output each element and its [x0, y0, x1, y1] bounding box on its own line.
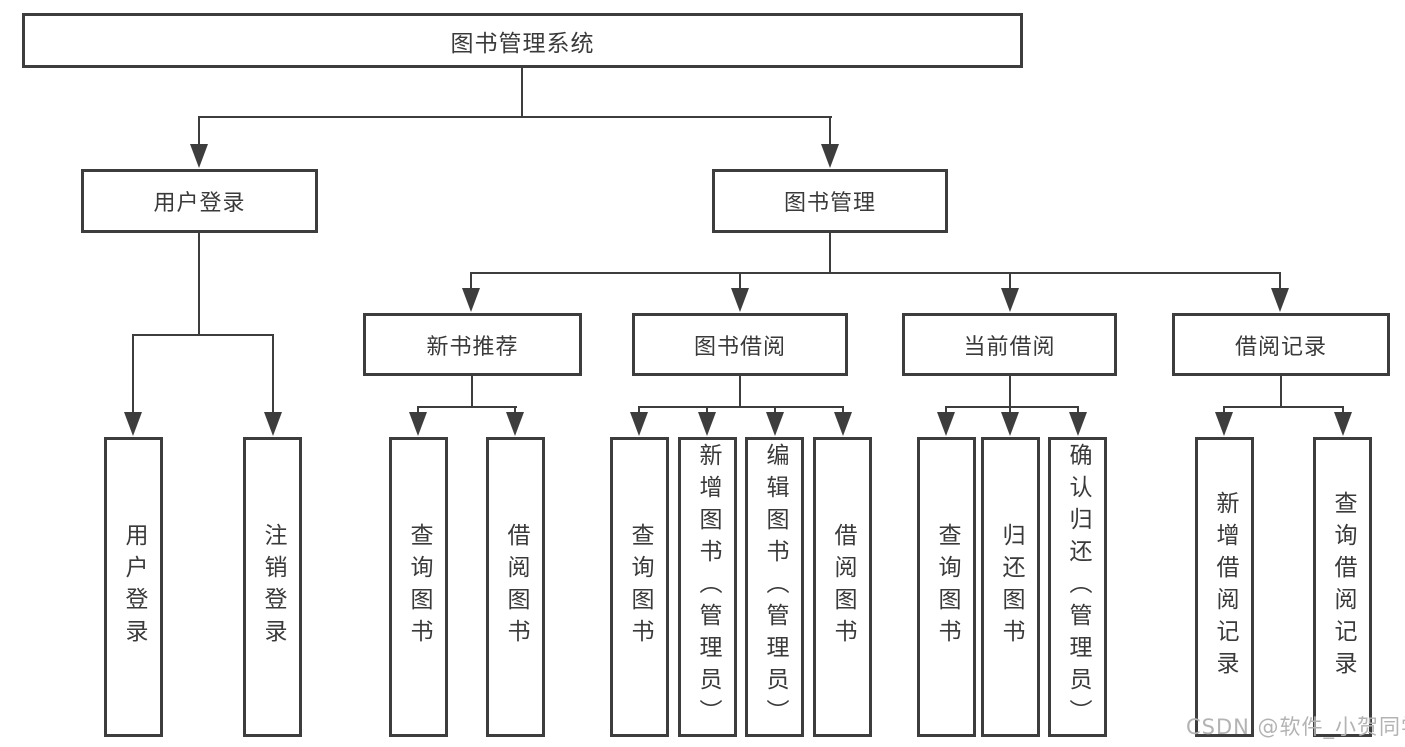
node-label: 借阅图书 — [503, 523, 529, 651]
arrowhead — [821, 144, 839, 168]
connector-line — [774, 406, 776, 416]
connector-line — [417, 406, 517, 408]
connector-line — [706, 406, 708, 416]
node-book-management: 图书管理 — [712, 169, 948, 233]
arrowhead — [630, 412, 648, 436]
leaf-user-login: 用户登录 — [104, 437, 163, 737]
arrowhead — [1001, 412, 1019, 436]
node-label: 用户登录 — [153, 191, 246, 216]
arrowhead — [1215, 412, 1233, 436]
connector-line — [132, 334, 134, 414]
node-borrowing-records: 借阅记录 — [1172, 313, 1390, 376]
arrowhead — [124, 412, 142, 436]
node-label: 新书推荐 — [426, 334, 519, 360]
connector-line — [842, 406, 844, 416]
connector-line — [1280, 376, 1282, 407]
leaf-confirm-return-admin: 确认归还（管理员） — [1048, 437, 1107, 737]
connector-line — [417, 406, 419, 416]
connector-line — [1009, 406, 1011, 416]
leaf-logout: 注销登录 — [243, 437, 302, 737]
leaf-return-book: 归还图书 — [981, 437, 1040, 737]
connector-line — [1223, 406, 1344, 408]
connector-line — [198, 233, 200, 335]
node-label: 借阅记录 — [1234, 334, 1327, 360]
node-root-library-system: 图书管理系统 — [22, 13, 1023, 68]
arrowhead — [1001, 288, 1019, 312]
connector-line — [1342, 406, 1344, 416]
connector-line — [1223, 406, 1225, 416]
arrowhead — [1069, 412, 1087, 436]
connector-line — [1009, 376, 1011, 407]
connector-line — [945, 406, 947, 416]
node-book-borrowing: 图书借阅 — [632, 313, 848, 376]
node-label: 编辑图书（管理员） — [762, 443, 788, 731]
node-new-book-recommend: 新书推荐 — [363, 313, 582, 376]
connector-line — [829, 116, 831, 146]
node-label: 查询图书 — [406, 523, 432, 651]
node-current-borrowing: 当前借阅 — [902, 313, 1117, 376]
connector-line — [521, 68, 523, 118]
node-label: 当前借阅 — [963, 334, 1056, 360]
arrowhead — [766, 412, 784, 436]
connector-line — [272, 334, 274, 414]
arrowhead — [190, 144, 208, 168]
arrowhead — [731, 288, 749, 312]
arrowhead — [462, 288, 480, 312]
arrowhead — [1271, 288, 1289, 312]
node-label: 确认归还（管理员） — [1065, 443, 1091, 731]
connector-line — [514, 406, 516, 416]
node-label: 归还图书 — [998, 523, 1024, 651]
connector-line — [198, 116, 200, 146]
node-user-login: 用户登录 — [81, 169, 318, 233]
node-label: 图书借阅 — [693, 334, 786, 360]
connector-line — [470, 272, 1281, 274]
leaf-query-books-1: 查询图书 — [389, 437, 448, 737]
connector-line — [739, 376, 741, 407]
node-label: 注销登录 — [260, 523, 286, 651]
arrowhead — [409, 412, 427, 436]
node-label: 查询图书 — [934, 523, 960, 651]
leaf-edit-book-admin: 编辑图书（管理员） — [745, 437, 804, 737]
connector-line — [739, 272, 741, 290]
connector-line — [470, 272, 472, 290]
arrowhead — [937, 412, 955, 436]
node-label: 新增图书（管理员） — [695, 443, 721, 731]
leaf-query-books-2: 查询图书 — [610, 437, 669, 737]
connector-line — [829, 233, 831, 274]
arrowhead — [698, 412, 716, 436]
csdn-watermark: CSDN @软件_小贺同学 — [1186, 715, 1405, 739]
leaf-query-borrow-record: 查询借阅记录 — [1313, 437, 1372, 737]
node-label: 查询图书 — [627, 523, 653, 651]
arrowhead — [264, 412, 282, 436]
connector-line — [471, 376, 473, 407]
leaf-borrow-books-2: 借阅图书 — [813, 437, 872, 737]
connector-line — [1279, 272, 1281, 290]
leaf-add-borrow-record: 新增借阅记录 — [1195, 437, 1254, 737]
arrowhead — [834, 412, 852, 436]
node-label: 用户登录 — [121, 523, 147, 651]
node-label: 图书管理 — [783, 191, 876, 216]
node-label: 图书管理系统 — [450, 30, 595, 57]
connector-line — [638, 406, 640, 416]
leaf-query-books-3: 查询图书 — [917, 437, 976, 737]
connector-line — [945, 406, 1079, 408]
node-label: 查询借阅记录 — [1330, 491, 1356, 683]
arrowhead — [1334, 412, 1352, 436]
node-label: 借阅图书 — [830, 523, 856, 651]
leaf-add-book-admin: 新增图书（管理员） — [678, 437, 737, 737]
connector-line — [638, 406, 844, 408]
leaf-borrow-books-1: 借阅图书 — [486, 437, 545, 737]
connector-line — [1077, 406, 1079, 416]
node-label: 新增借阅记录 — [1212, 491, 1238, 683]
connector-line — [1009, 272, 1011, 290]
connector-line — [198, 116, 832, 118]
arrowhead — [506, 412, 524, 436]
connector-line — [132, 334, 274, 336]
